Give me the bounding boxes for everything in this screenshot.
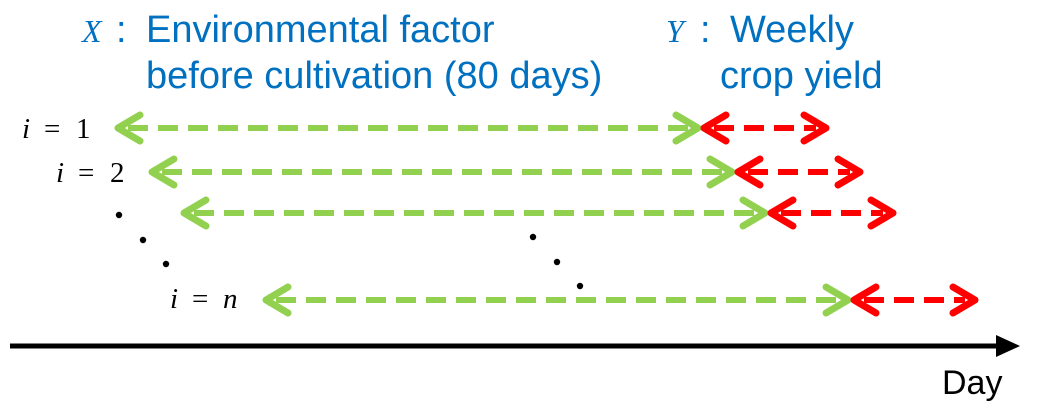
x-window-arrow-1 <box>114 111 702 145</box>
day-axis-label: Day <box>942 364 1002 402</box>
legend-x-separator: : <box>116 9 127 51</box>
row-label-n-value: n <box>223 283 238 315</box>
row-label-2-eq: = <box>78 157 94 189</box>
ellipsis-dot <box>139 236 147 244</box>
legend-y-separator: : <box>700 9 711 51</box>
x-window-arrow-3 <box>180 196 769 230</box>
ellipsis-dot <box>162 260 170 268</box>
y-window-arrow-4 <box>850 283 979 317</box>
legend-x-line2: before cultivation (80 days) <box>146 55 602 97</box>
row-label-2-value: 2 <box>110 157 125 189</box>
ellipsis-dot <box>553 258 561 266</box>
row-label-n-eq: = <box>192 283 208 315</box>
x-window-arrow-4 <box>262 283 852 317</box>
y-window-arrow-1-head-right <box>800 111 830 145</box>
window-arrows <box>114 111 979 317</box>
y-window-arrow-1 <box>700 111 830 145</box>
legend-y-symbol: Y <box>666 13 687 49</box>
legend-x-symbol: X <box>80 13 103 49</box>
y-window-arrow-3-head-left <box>767 196 797 230</box>
x-window-arrow-3-head-left <box>180 196 210 230</box>
x-window-arrow-4-head-right <box>822 283 852 317</box>
row-label-1-eq: = <box>44 113 60 145</box>
y-window-arrow-4-head-left <box>850 283 880 317</box>
row-label-n-var: i <box>170 283 178 315</box>
legend-x: X : Environmental factor before cultivat… <box>80 9 602 97</box>
x-window-arrow-1-head-right <box>672 111 702 145</box>
x-window-arrow-2 <box>148 155 736 189</box>
y-window-arrow-3-head-right <box>867 196 897 230</box>
legend-y-line2: crop yield <box>720 55 883 97</box>
legend-y-line1: Weekly <box>730 9 854 51</box>
row-label-n: i = n <box>170 283 238 315</box>
y-window-arrow-2-head-right <box>834 155 864 189</box>
x-window-arrow-3-head-right <box>739 196 769 230</box>
y-window-arrow-1-head-left <box>700 111 730 145</box>
y-window-arrow-2 <box>734 155 864 189</box>
row-label-1: i = 1 <box>22 113 91 145</box>
legend-y: Y : Weekly crop yield <box>666 9 883 97</box>
y-window-arrow-4-head-right <box>949 283 979 317</box>
x-window-arrow-1-head-left <box>114 111 144 145</box>
ellipsis-dots-middle <box>529 233 584 290</box>
x-window-arrow-2-head-right <box>706 155 736 189</box>
row-label-1-value: 1 <box>76 113 91 145</box>
ellipsis-dots-left <box>115 211 170 268</box>
row-label-2-var: i <box>56 157 64 189</box>
y-window-arrow-2-head-left <box>734 155 764 189</box>
ellipsis-dot <box>115 211 123 219</box>
x-window-arrow-4-head-left <box>262 283 292 317</box>
ellipsis-dot <box>576 282 584 290</box>
row-label-1-var: i <box>22 113 30 145</box>
ellipsis-dot <box>529 233 537 241</box>
legend-x-line1: Environmental factor <box>146 9 495 51</box>
row-label-2: i = 2 <box>56 157 125 189</box>
day-axis-arrowhead <box>996 335 1020 357</box>
x-window-arrow-2-head-left <box>148 155 178 189</box>
day-axis: Day <box>10 335 1020 402</box>
y-window-arrow-3 <box>767 196 897 230</box>
